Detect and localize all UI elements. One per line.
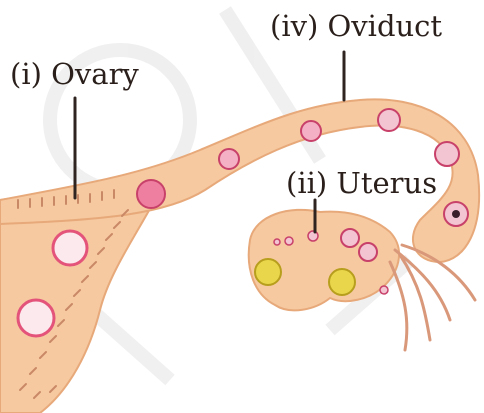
two-cell-stage [301,121,321,141]
follicle [18,300,54,336]
morula-cell [137,180,165,208]
ovary-label: (i) Ovary [10,60,139,89]
yellow-body [329,269,355,295]
small-follicle [285,237,293,245]
ovum [435,142,459,166]
cleaving-cell [219,149,239,169]
follicle [53,231,87,265]
small-follicle [380,286,388,294]
uterus-label: (ii) Uterus [286,169,437,198]
fertilised-egg [378,109,400,131]
yellow-body [255,259,281,285]
small-follicle [274,239,280,245]
oviduct-label: (iv) Oviduct [270,12,442,41]
ovum-nucleus [452,210,460,218]
ovum [359,243,377,261]
small-follicle [308,231,318,241]
ovum [341,229,359,247]
